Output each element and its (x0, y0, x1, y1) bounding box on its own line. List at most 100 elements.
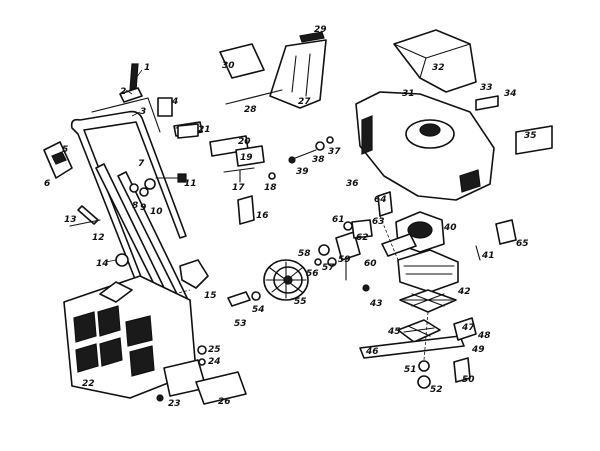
upper-handle (70, 110, 187, 303)
switch-cover (157, 97, 173, 117)
label-41: 41 (481, 251, 495, 261)
label-43: 43 (369, 299, 383, 309)
switch-box-opening (51, 151, 67, 165)
grass-box-handle (99, 281, 133, 303)
label-31: 31 (402, 89, 415, 99)
label-8: 8 (132, 201, 138, 211)
label-17: 17 (232, 183, 245, 193)
label-34: 34 (504, 89, 517, 99)
motor-cover-edges (393, 43, 471, 79)
screw (268, 172, 276, 180)
label-52: 52 (430, 385, 443, 395)
cap-nut (343, 221, 353, 231)
label-14: 14 (96, 259, 109, 269)
label-22: 22 (82, 379, 95, 389)
rear-flap-plate (195, 371, 247, 405)
motor-bracket (381, 233, 417, 257)
label-30: 30 (222, 61, 235, 71)
grass-box (63, 275, 247, 405)
motor-bearing (407, 221, 433, 239)
label-27: 27 (298, 97, 311, 107)
flap-rod (225, 89, 283, 105)
cable-bracket (119, 87, 143, 103)
cable-clip (495, 219, 517, 245)
label-6: 6 (44, 179, 50, 189)
nut (198, 358, 206, 366)
handle-bolt (69, 219, 101, 227)
label-62: 62 (356, 233, 369, 243)
label-32: 32 (432, 63, 445, 73)
label-24: 24 (208, 357, 221, 367)
label-plate (475, 95, 499, 111)
fan-blades (403, 293, 453, 307)
cable-hook (223, 167, 255, 183)
label-61: 61 (332, 215, 345, 225)
stator-windings (403, 265, 455, 275)
label-38: 38 (312, 155, 325, 165)
label-28: 28 (244, 105, 257, 115)
label-35: 35 (524, 131, 537, 141)
label-47: 47 (461, 323, 475, 333)
screw (475, 245, 481, 261)
handle-clamp-washer (129, 183, 139, 193)
rear-flap (269, 39, 327, 109)
label-51: 51 (404, 365, 417, 375)
handle-clamp-nut (139, 187, 149, 197)
handle-knob (115, 253, 129, 267)
brush-holder (377, 191, 393, 217)
handle-bracket (179, 259, 209, 289)
adjuster-cover (351, 219, 373, 239)
label-54: 54 (252, 305, 265, 315)
label-16: 16 (256, 211, 269, 221)
label-15: 15 (204, 291, 217, 301)
label-37: 37 (328, 147, 341, 157)
cable-grip (237, 195, 255, 225)
label-25: 25 (208, 345, 221, 355)
centre-parts (177, 31, 327, 225)
label-60: 60 (364, 259, 377, 269)
grass-box-vents-bottom (75, 337, 155, 377)
adjuster-nut (327, 257, 337, 267)
wheel-hub (283, 275, 293, 285)
spring-washer (326, 136, 334, 144)
label-46: 46 (365, 347, 379, 357)
mower-deck (288, 29, 553, 201)
label-33: 33 (480, 83, 493, 93)
label-65: 65 (516, 239, 529, 249)
label-10: 10 (150, 207, 163, 217)
label-26: 26 (218, 397, 231, 407)
label-58: 58 (298, 249, 311, 259)
screw (156, 394, 164, 402)
blade-nut (417, 375, 431, 389)
deck-screw-head (288, 156, 296, 164)
cutting-blade (359, 335, 465, 359)
label-45: 45 (387, 327, 401, 337)
part-labels: 1 2 3 4 5 6 7 8 9 10 11 12 13 14 15 16 1… (44, 25, 537, 409)
label-57: 57 (322, 263, 335, 273)
handle-clamp-knob (144, 178, 156, 190)
label-50: 50 (462, 375, 475, 385)
cable-clamp (177, 123, 199, 139)
label-4: 4 (171, 97, 178, 107)
label-3: 3 (140, 107, 146, 117)
deck-side-slot (361, 115, 373, 155)
label-63: 63 (372, 217, 385, 227)
grass-box-vents-top (73, 305, 153, 347)
rear-flap-ribs (291, 53, 311, 97)
label-19: 19 (240, 153, 253, 163)
label-13: 13 (64, 215, 77, 225)
label-7: 7 (138, 159, 145, 169)
clamp-bolt-head (177, 173, 187, 183)
label-36: 36 (346, 179, 359, 189)
deck-rear-slot (459, 169, 481, 193)
washer (197, 345, 207, 355)
motor-blade-assembly (359, 191, 517, 389)
wing-nut (77, 205, 99, 225)
label-2: 2 (120, 87, 126, 97)
blade-adapter (453, 317, 477, 341)
label-29: 29 (314, 25, 327, 35)
adjuster-washer (318, 244, 330, 256)
blade-washer (418, 360, 430, 372)
label-11: 11 (184, 179, 197, 189)
